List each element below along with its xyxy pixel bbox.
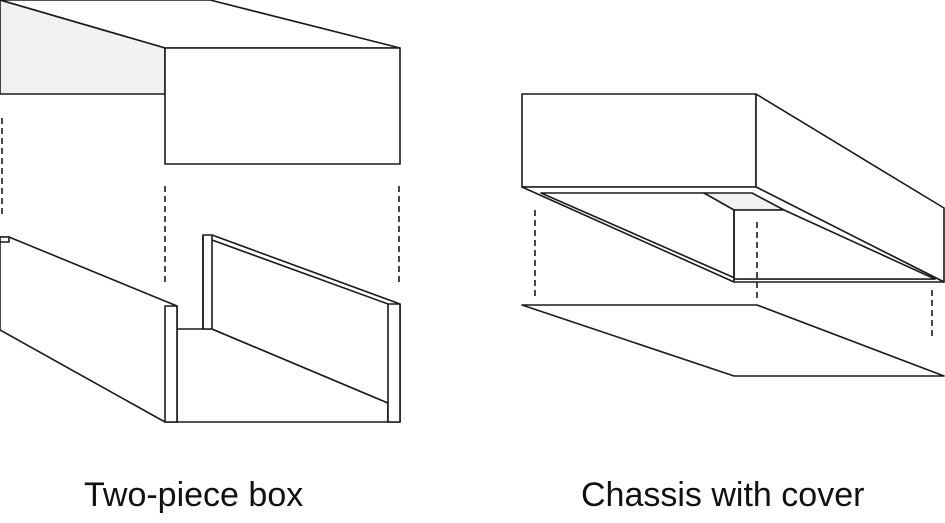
box-lid <box>0 0 401 165</box>
chassis-front-face <box>521 93 757 188</box>
base-left-wall-top <box>0 236 10 243</box>
two-piece-box-illustration <box>0 0 401 423</box>
chassis-body <box>521 93 945 283</box>
chassis-alignment-lines <box>534 210 933 340</box>
base-left-wall <box>0 236 178 423</box>
lid-front-face <box>164 47 401 165</box>
base-left-wall-front <box>164 305 178 423</box>
base-edge <box>211 239 389 305</box>
base-right-wall-front <box>387 303 401 423</box>
box-base <box>0 234 401 423</box>
chassis-with-cover-illustration <box>521 93 945 377</box>
box-alignment-lines <box>1 118 400 284</box>
cover-plate <box>521 304 945 377</box>
caption-chassis-with-cover: Chassis with cover <box>581 476 865 514</box>
caption-two-piece-box: Two-piece box <box>84 476 304 514</box>
